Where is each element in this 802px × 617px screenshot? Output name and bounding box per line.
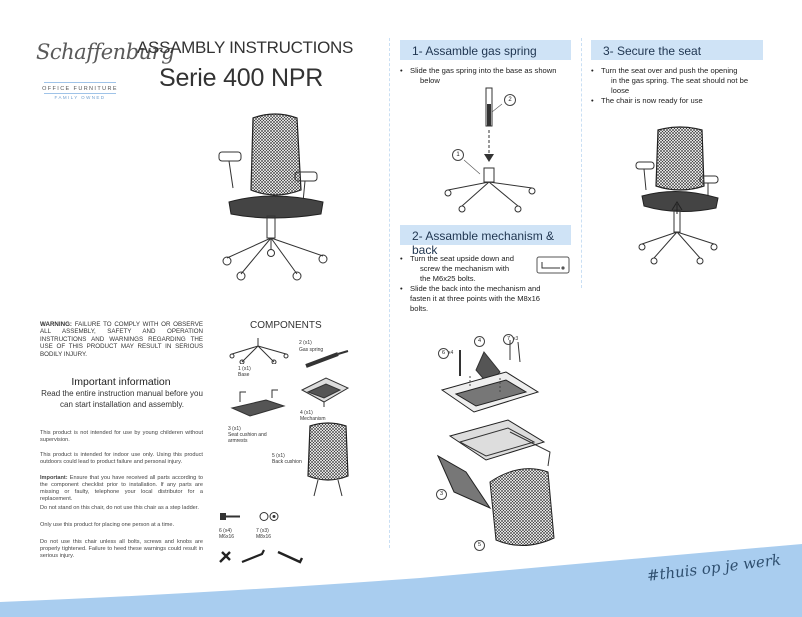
step2-callout-6: 6 <box>438 348 449 359</box>
note-parts-label: Important: <box>40 475 68 481</box>
step2-heading: 2- Assamble mechanism & back <box>400 225 571 257</box>
page-title: ASSAMBLY INSTRUCTIONS <box>137 38 354 57</box>
brand-logo: Schaffenburg <box>36 40 175 64</box>
wrench-icon <box>219 551 231 563</box>
component-mechanism-qty: 4 (x1) <box>300 410 313 416</box>
component-base-name: Base <box>238 372 250 378</box>
product-name: Serie 400 NPR <box>159 64 324 92</box>
step2-bullet1-line2: screw the mechanism with <box>420 264 510 273</box>
step2-callout-7: 7 <box>503 334 514 345</box>
footer-wave <box>0 544 802 617</box>
logo-divider <box>44 82 116 83</box>
step2-bullet-2: Slide the back into the mechanism andfas… <box>400 284 575 314</box>
step3-heading: 3- Secure the seat <box>591 40 763 60</box>
component-back-name: Back cushion <box>272 459 302 465</box>
base-part-illustration <box>229 338 289 364</box>
logo-tagline: OFFICE FURNITURE <box>42 86 118 92</box>
logo-subtagline: FAMILY OWNED <box>54 95 106 100</box>
bolts-illustration <box>220 512 279 521</box>
step2-bullet1-line3: the M6x25 bolts. <box>420 274 476 283</box>
allen-key-large-icon <box>277 550 304 564</box>
component-back-qty: 5 (x1) <box>272 453 285 459</box>
gas-spring-part-illustration <box>305 350 349 368</box>
tools-illustration <box>219 549 304 564</box>
column-divider-2 <box>581 38 582 288</box>
step3-bullet-2: The chair is now ready for use <box>591 96 771 106</box>
component-bolt-m6-qty: 6 (x4) <box>219 528 232 534</box>
step2-callout-4: 4 <box>474 336 485 347</box>
note-parts: Important: Ensure that you have received… <box>40 475 203 503</box>
step1-instructions: Slide the gas spring into the base as sh… <box>400 66 575 86</box>
column-divider <box>389 38 390 548</box>
step2-bullet2-line1: Slide the back into the mechanism and <box>410 284 541 293</box>
component-gas-spring-name: Gas spring <box>299 347 324 353</box>
step2-bullet2-line2: fasten it at three points with the M8x16 <box>410 294 541 303</box>
component-bolt-m8-qty: 7 (x3) <box>256 528 269 534</box>
step3-bullet-1: Turn the seat over and push the openingi… <box>591 66 771 96</box>
note-one-person: Only use this product for placing one pe… <box>40 522 175 528</box>
allen-key-icon <box>241 549 265 564</box>
component-mechanism-name: Mechanism <box>300 416 326 422</box>
warning-text: FAILURE TO COMPLY WITH OR OBSERVE ALL AS… <box>40 321 203 358</box>
step1-bullet-line1: Slide the gas spring into the base as sh… <box>410 66 557 75</box>
step2-callout-7-qty: x3 <box>513 336 519 342</box>
step1-bullet: Slide the gas spring into the base as sh… <box>400 66 575 86</box>
step2-bullet1-line1: Turn the seat upside down and <box>410 254 514 263</box>
note-parts-text: Ensure that you have received all parts … <box>40 475 203 502</box>
step3-bullet1-line1: Turn the seat over and push the opening <box>601 66 738 75</box>
step1-bullet-line2: below <box>420 76 440 85</box>
component-bolt-m6-name: M6x16 <box>219 534 235 540</box>
step1-callout-1: 1 <box>452 149 464 161</box>
component-seat-qty: 3 (x1) <box>228 426 241 432</box>
important-text: Read the entire instruction manual befor… <box>41 389 203 409</box>
warning-label: WARNING: <box>40 321 72 328</box>
important-heading: Important information <box>71 376 171 388</box>
step3-bullet1-line2: in the gas spring. The seat should not b… <box>611 76 749 85</box>
note-indoor: This product is intended for indoor use … <box>40 452 203 465</box>
mechanism-part-illustration <box>300 377 350 407</box>
mechanism-thumbnail <box>536 256 570 274</box>
note-bolts: Do not use this chair unless all bolts, … <box>40 539 203 559</box>
step2-exploded-illustration <box>436 340 555 546</box>
step2-bullet2-line3: bolts. <box>410 304 429 313</box>
step3-chair-illustration <box>635 126 719 265</box>
step3-instructions: Turn the seat over and push the openingi… <box>591 66 771 106</box>
step2-callout-5: 5 <box>474 540 485 551</box>
component-seat-name: Seat cushion and armrests <box>228 432 267 444</box>
step2-callout-6-qty: x4 <box>448 350 454 356</box>
hero-chair-illustration <box>218 113 328 281</box>
warning-notice: WARNING: FAILURE TO COMPLY WITH OR OBSER… <box>40 321 203 358</box>
back-cushion-part-illustration <box>307 422 349 497</box>
component-base-qty: 1 (x1) <box>238 366 251 372</box>
logo-divider-2 <box>44 93 116 94</box>
note-ladder: Do not stand on this chair, do not use t… <box>40 505 199 511</box>
component-bolt-m8-name: M8x16 <box>256 534 272 540</box>
seat-part-illustration <box>230 389 286 417</box>
step1-heading: 1- Assamble gas spring <box>400 40 571 60</box>
components-heading: COMPONENTS <box>250 320 322 331</box>
step1-illustration <box>444 87 536 213</box>
step2-callout-3: 3 <box>436 489 447 500</box>
component-gas-spring-qty: 2 (x1) <box>299 340 312 346</box>
note-children: This product is not intended for use by … <box>40 430 203 443</box>
step3-bullet1-line3: loose <box>611 86 630 95</box>
step1-callout-2: 2 <box>504 94 516 106</box>
